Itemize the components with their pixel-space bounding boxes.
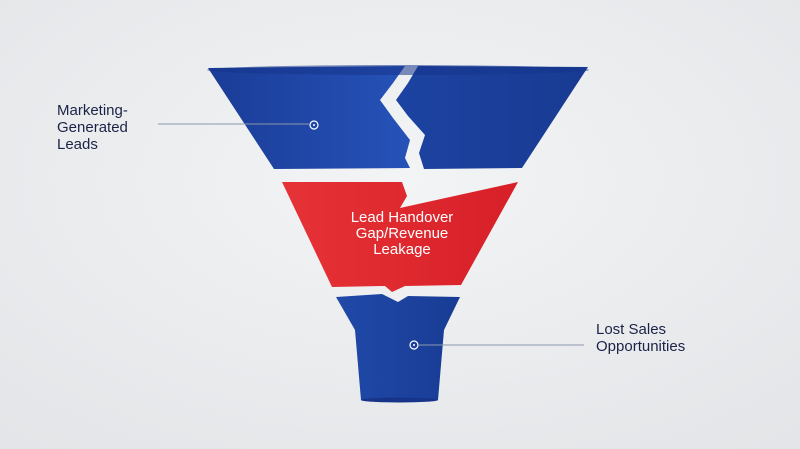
bottom-leader-dot-center — [413, 344, 415, 346]
funnel-gap-section — [282, 182, 518, 292]
funnel-top-rim — [207, 65, 589, 75]
marketing-generated-leads-label: Marketing- Generated Leads — [57, 102, 128, 153]
lost-sales-opportunities-label: Lost Sales Opportunities — [596, 321, 686, 355]
lead-handover-gap-label: Lead Handover Gap/Revenue Leakage — [350, 209, 454, 258]
top-leader-dot — [309, 120, 319, 130]
funnel-stem-section — [336, 294, 460, 400]
funnel-top-left-section — [208, 66, 410, 169]
funnel-top-right-section — [396, 66, 588, 169]
funnel-stem-base — [361, 397, 438, 403]
bottom-leader-dot — [409, 340, 419, 350]
top-leader-dot-center — [313, 124, 315, 126]
